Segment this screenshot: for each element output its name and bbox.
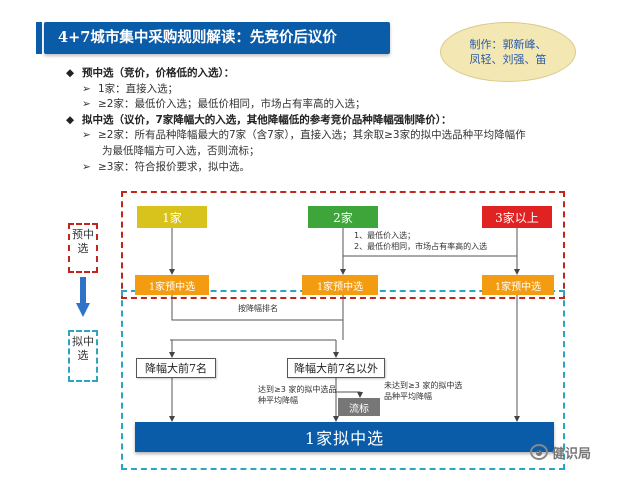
- rule-pre-1: ➢1家：直接入选；: [66, 82, 626, 98]
- rules-text: ◆预中选（竞价，价格低的入选）： ➢1家：直接入选； ➢≥2家：最低价入选；最低…: [66, 66, 626, 175]
- box-final-selection: 1家拟中选: [135, 422, 554, 452]
- arrow-to-fail: [336, 391, 363, 398]
- side-label-pre: 预中选: [68, 223, 98, 273]
- authors-line-1: 制作：郭新峰、: [469, 38, 547, 51]
- diamond-bullet-icon: ◆: [66, 113, 75, 126]
- pre-selected-one: 1家预中选: [135, 275, 209, 295]
- side-label-draft: 拟中选: [68, 330, 98, 382]
- box-outside-top7: 降幅大前7名以外: [287, 358, 385, 378]
- box-three-plus-bidders: 3家以上: [482, 206, 552, 228]
- authors-badge: 制作：郭新峰、 凤轻、刘强、笛: [440, 22, 576, 82]
- rule-draft-1b: 为最低降幅方可入选，否则流标；: [102, 144, 260, 157]
- arrow-bullet-icon: ➢: [82, 160, 91, 173]
- note-not-reach-average: 未达到≥3 家的拟中选品种平均降幅: [384, 381, 463, 401]
- arrow-bullet-icon: ➢: [82, 129, 91, 142]
- watermark-text: 健识局: [552, 446, 592, 462]
- arrow-bullet-icon: ➢: [82, 82, 91, 95]
- wechat-icon: ◕: [530, 444, 548, 460]
- box-top7: 降幅大前7名: [136, 358, 216, 378]
- box-two-bidders: 2家: [308, 206, 378, 228]
- page-title: 4+7城市集中采购规则解读：先竞价后议价: [36, 22, 390, 54]
- note-rank-by-discount: 按降幅排名: [238, 304, 278, 313]
- note-pre-rules: 1、最低价入选； 2、最低价相同，市场占有率高的入选: [354, 231, 488, 251]
- box-one-bidder: 1家: [137, 206, 207, 228]
- rule-draft-2: ➢≥3家：符合报价要求，拟中选。: [66, 160, 626, 176]
- box-failed-bid: 流标: [338, 398, 380, 416]
- diamond-bullet-icon: ◆: [66, 67, 75, 79]
- rule-draft-heading: ◆拟中选（议价，7家降幅大的入选，其他降幅低的参考竞价品种降幅强制降价）：: [66, 113, 626, 129]
- pre-selected-three: 1家预中选: [482, 275, 554, 295]
- pre-selected-two: 1家预中选: [302, 275, 378, 295]
- arrow-bullet-icon: ➢: [82, 98, 91, 111]
- watermark: ◕ 健识局: [530, 440, 630, 464]
- authors-line-2: 凤轻、刘强、笛: [469, 53, 547, 66]
- note-reach-average: 达到≥3 家的拟中选品种平均降幅: [258, 385, 337, 405]
- rule-pre-2: ➢≥2家：最低价入选；最低价相同，市场占有率高的入选；: [66, 97, 626, 113]
- down-arrow-icon: [76, 277, 90, 317]
- rule-draft-1a: ➢≥2家：所有品种降幅最大的7家（含7家），直接入选；其余取≥3家的拟中选品种平…: [66, 128, 626, 144]
- rule-pre-heading: ◆预中选（竞价，价格低的入选）：: [66, 66, 626, 82]
- rank-left-join: [171, 295, 343, 321]
